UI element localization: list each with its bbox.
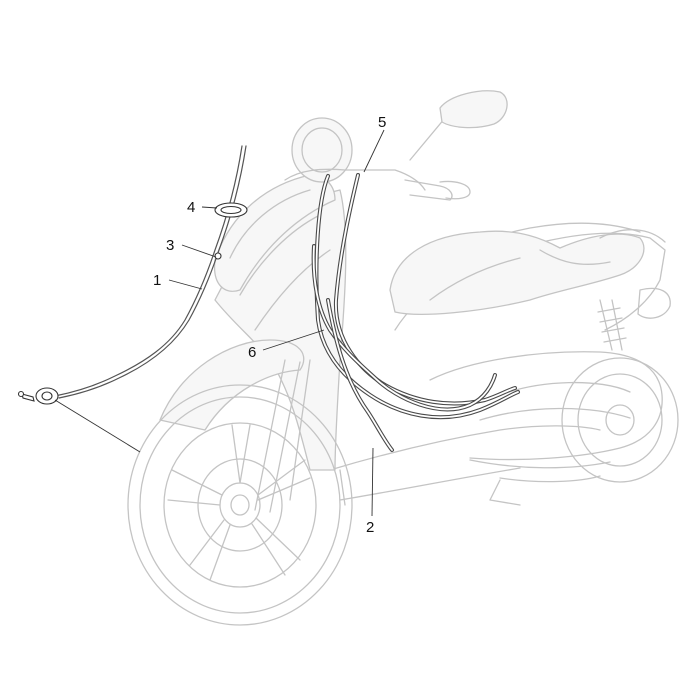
- leader-lines: [54, 129, 385, 517]
- callouts: 1 2 3 4 5 6: [153, 114, 386, 536]
- callout-5: 5: [378, 114, 386, 131]
- callout-2: 2: [366, 519, 374, 536]
- scooter-outline: [127, 90, 679, 626]
- callout-4: 4: [187, 199, 195, 216]
- callout-3: 3: [166, 237, 174, 254]
- cable-clamp-4: [214, 202, 248, 218]
- cables: [54, 145, 520, 452]
- speedometer-drive: [17, 387, 59, 405]
- callout-1: 1: [153, 272, 161, 289]
- callout-6: 6: [248, 344, 256, 361]
- throttle-cable: [314, 174, 520, 420]
- cable-6: [311, 244, 497, 412]
- cable-clip-3: [214, 252, 222, 260]
- cable-2: [326, 298, 394, 452]
